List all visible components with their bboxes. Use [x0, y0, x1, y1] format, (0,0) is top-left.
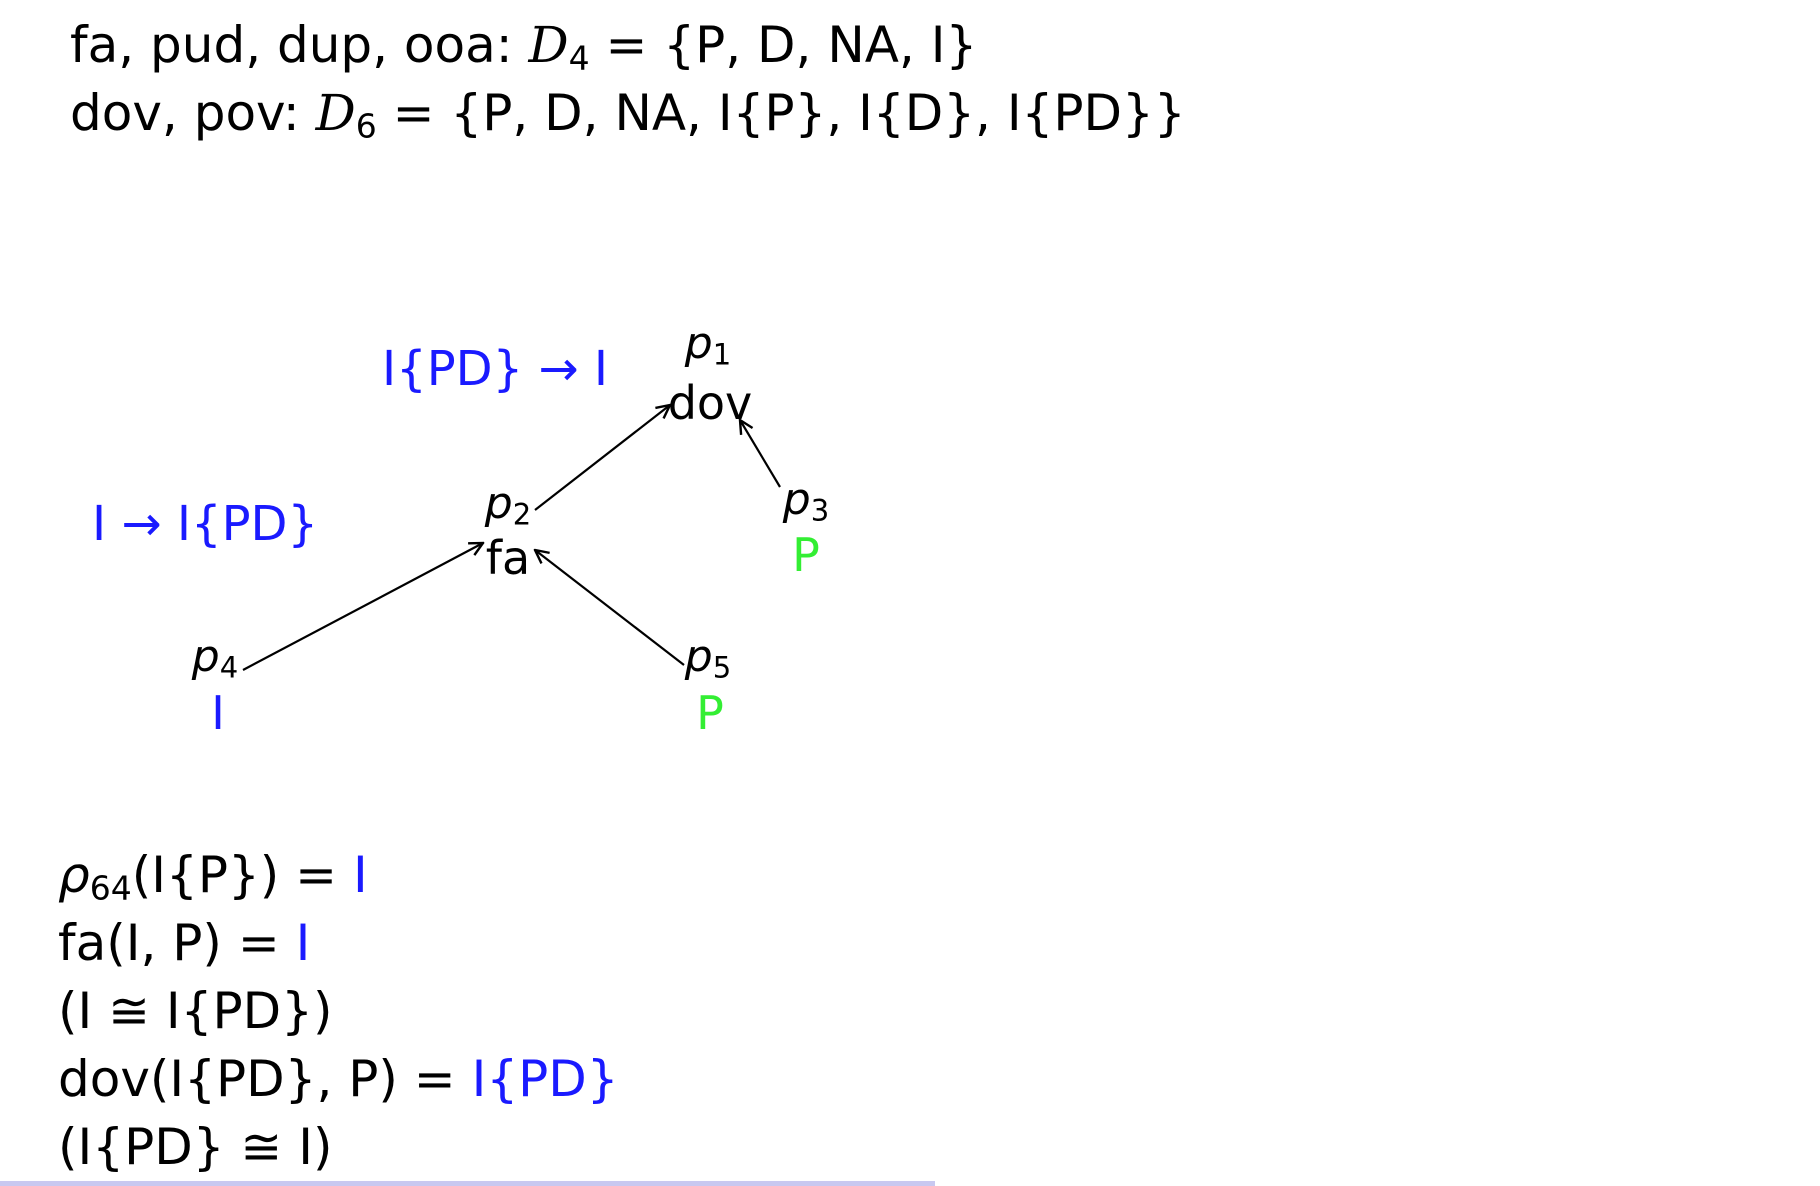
equation-rho-symbol: ρ	[58, 846, 90, 904]
node-p1-value: dov	[668, 380, 753, 426]
slide-progress-bar	[0, 1181, 935, 1186]
equation-iso-1: (I ≅ I{PD})	[58, 986, 332, 1036]
node-p4-label: p4	[192, 635, 238, 682]
node-p1-value-text: dov	[667, 376, 753, 430]
edge-p2-to-p1	[534, 405, 670, 511]
set-d4-subscript: 4	[568, 38, 590, 78]
node-p3-value-text: P	[792, 528, 820, 582]
header-line-d6: dov, pov: D6 = {P, D, NA, I{P}, I{D}, I{…	[70, 88, 1186, 142]
node-p3-value: P	[792, 532, 820, 578]
equation-rho-lhs: (I{P}) =	[131, 846, 353, 904]
equation-dov: dov(I{PD}, P) = I{PD}	[58, 1054, 619, 1104]
node-p1-p: p	[684, 318, 713, 369]
equation-rho64: ρ64(I{P}) = I	[58, 850, 368, 904]
equation-rho-subscript: 64	[89, 868, 132, 908]
equation-fa: fa(I, P) = I	[58, 918, 310, 968]
header-line2-prefix: dov, pov:	[70, 84, 316, 142]
node-p3-sub: 3	[810, 493, 830, 528]
set-d6-subscript: 6	[355, 106, 377, 146]
annotation-left-text: I → I{PD}	[92, 496, 319, 552]
annotation-top: I{PD} → I	[382, 345, 608, 393]
set-d4-members: = {P, D, NA, I}	[589, 16, 978, 74]
node-p1-sub: 1	[712, 337, 732, 372]
set-d4-symbol: D	[528, 16, 569, 74]
equation-iso-1-text: (I ≅ I{PD})	[58, 982, 333, 1040]
equation-dov-lhs: dov(I{PD}, P) =	[58, 1050, 472, 1108]
node-p5-sub: 5	[712, 650, 732, 685]
node-p2-label: p2	[485, 482, 531, 529]
set-d6-symbol: D	[315, 84, 356, 142]
node-p3-p: p	[782, 474, 811, 525]
edge-p4-to-p2	[242, 543, 483, 671]
edge-p5-to-p2	[535, 550, 685, 666]
node-p4-sub: 4	[219, 650, 239, 685]
set-d6-members: = {P, D, NA, I{P}, I{D}, I{PD}}	[376, 84, 1186, 142]
annotation-left: I → I{PD}	[92, 500, 318, 548]
node-p2-value-text: fa	[485, 531, 531, 585]
edge-p3-to-p1	[740, 420, 781, 488]
equation-iso-2-text: (I{PD} ≅ I)	[58, 1118, 333, 1176]
node-p5-label: p5	[685, 635, 731, 682]
annotation-top-text: I{PD} → I	[382, 341, 609, 397]
equation-fa-lhs: fa(I, P) =	[58, 914, 296, 972]
node-p2-value: fa	[486, 535, 530, 581]
equation-rho-result: I	[352, 846, 368, 904]
header-line1-prefix: fa, pud, dup, ooa:	[70, 16, 529, 74]
node-p5-value-text: P	[696, 686, 724, 740]
node-p4-p: p	[191, 631, 220, 682]
node-p3-label: p3	[783, 478, 829, 525]
node-p1-label: p1	[685, 322, 731, 369]
node-p4-value-text: I	[211, 686, 225, 740]
node-p5-value: P	[696, 690, 724, 736]
node-p2-sub: 2	[512, 497, 532, 532]
node-p5-p: p	[684, 631, 713, 682]
header-line-d4: fa, pud, dup, ooa: D4 = {P, D, NA, I}	[70, 20, 977, 74]
node-p2-p: p	[484, 478, 513, 529]
equation-dov-result: I{PD}	[471, 1050, 619, 1108]
node-p4-value: I	[211, 690, 225, 736]
equation-iso-2: (I{PD} ≅ I)	[58, 1122, 332, 1172]
equation-fa-result: I	[295, 914, 311, 972]
